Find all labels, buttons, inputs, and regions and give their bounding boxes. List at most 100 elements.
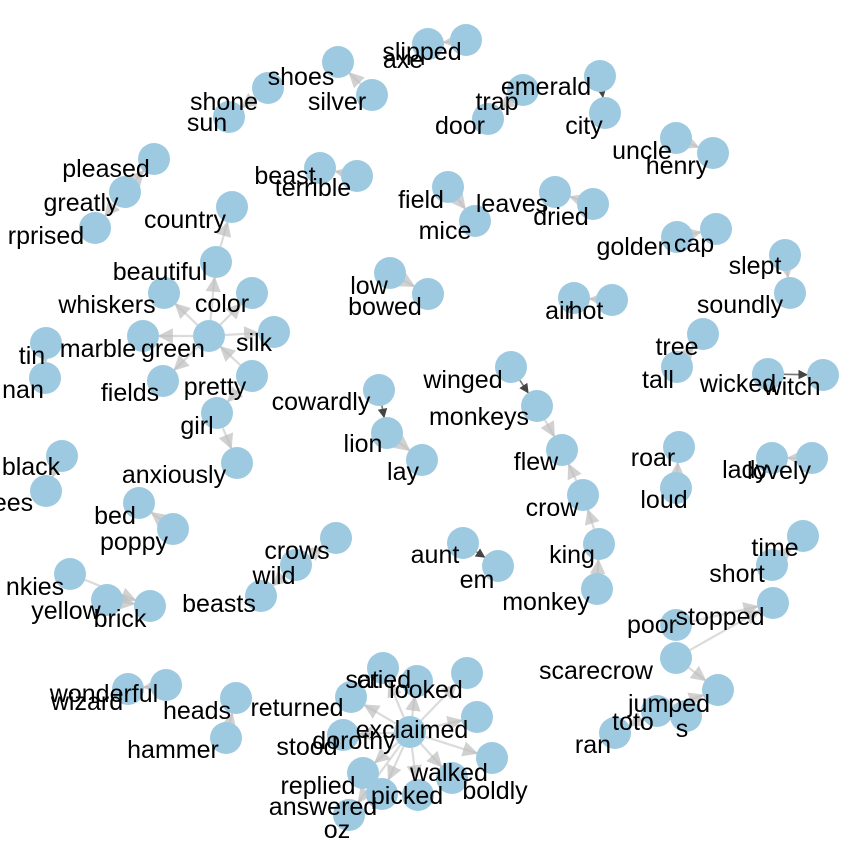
edge-king-crow [584,508,600,530]
node-monkey [581,573,613,605]
node-label-time: time [751,534,798,562]
node-beautiful [200,246,232,278]
node-exclaimed [461,701,493,733]
edge-silver-shoes [348,72,365,89]
edge-layer [37,33,808,804]
node-field [432,171,464,203]
node-dried [577,188,609,220]
node-tree [687,318,719,350]
node-label-aunt: aunt [411,541,460,569]
node-label-toto: toto [612,708,654,736]
label-layer: slippedaxeshoessilvershonesunemeraldtrap… [0,38,820,844]
node-pleased [138,143,170,175]
edge-dorothy-oz [357,744,402,804]
edge-dorothy-stood [357,725,395,742]
node-label-returned: returned [250,694,343,722]
node-label-short: short [709,560,765,588]
node-poor [660,609,692,641]
node-label-field: field [398,186,444,214]
edge-golden-cap [685,227,702,243]
node-walked [436,762,468,794]
node-label-axe: axe [383,46,423,74]
node-label-fields: fields [101,379,159,407]
node-label-flew: flew [514,448,559,476]
edge-tall-tree [678,345,695,363]
node-cried [401,665,433,697]
node-black [46,440,78,472]
node-label-s: s [676,715,689,743]
node-label-uncle: uncle [612,137,672,165]
edge-yellow-brick [119,594,136,610]
node-label-beast: beast [254,162,315,190]
node-roar [663,431,695,463]
node-label-dried: dried [533,203,589,231]
edge-greatly-pleased [128,169,145,187]
node-label-girl: girl [180,412,213,440]
node-stopped [757,587,789,619]
edge-low-bowed [398,272,416,288]
edge-winged-monkeys [519,379,529,394]
node-label-walked: walked [409,759,488,787]
edge-wonderful-wizard [142,678,159,694]
node-lay [406,444,438,476]
edge-shone-sun [240,93,258,109]
edge-scarecrow-jumped [688,665,707,682]
node-label-pretty: pretty [184,373,247,401]
node-loud [660,472,692,504]
node-golden [661,221,693,253]
node-winged [495,351,527,383]
node-replied [347,757,379,789]
node-low [374,257,406,289]
edge-lion-lay [393,435,411,452]
edge-black-bees [51,460,66,478]
node-short [756,549,788,581]
edge-scarecrow-stopped [689,609,761,652]
node-label-dorothy: dorothy [312,727,396,755]
node-label-poor: poor [627,611,677,639]
node-label-leaves: leaves [476,190,548,218]
node-label-emerald: emerald [501,73,591,101]
node-label-low: low [350,272,388,300]
edge-dorothy-cried [405,695,421,717]
node-pretty [236,360,268,392]
node-label-yellow: yellow [31,597,101,625]
node-wild [280,549,312,581]
edge-hammer-heads [221,712,237,729]
node-silver [356,79,388,111]
node-uncle [660,122,692,154]
node-aunt [447,527,479,559]
edge-dorothy-looked [420,683,457,722]
node-label-greatly: greatly [43,189,119,217]
node-label-wizard: wizard [50,688,123,716]
node-boldly [476,742,508,774]
node-terrible [341,160,373,192]
node-leaves [539,176,571,208]
node-lovely [796,442,828,474]
node-label-em: em [460,566,495,594]
node-girl [201,397,233,429]
node-label-shone: shone [190,88,258,116]
node-label-cried: cried [357,666,411,694]
node-slipped [450,24,482,56]
node-toto [641,695,673,727]
node-label-shoes: shoes [268,63,335,91]
edge-short-time [775,545,793,563]
edge-trap-door [499,94,516,110]
edge-green-color [219,303,242,326]
node-green [193,320,225,352]
edge-green-beautiful [205,276,221,321]
edge-wild-beasts [271,570,289,587]
edge-poor-stopped [691,602,759,623]
edge-poppy-bed [150,511,168,528]
node-hammer [210,722,242,754]
edge-loud-roar [669,461,685,478]
node-label-beautiful: beautiful [113,258,208,286]
node-munchkins [54,558,86,590]
node-label-answered: answered [269,793,377,821]
node-label-black: black [2,453,61,481]
node-label-silk: silk [236,329,273,357]
node-crows [320,522,352,554]
node-beast [304,152,336,184]
node-label-crows: crows [264,537,329,565]
node-man [29,362,61,394]
